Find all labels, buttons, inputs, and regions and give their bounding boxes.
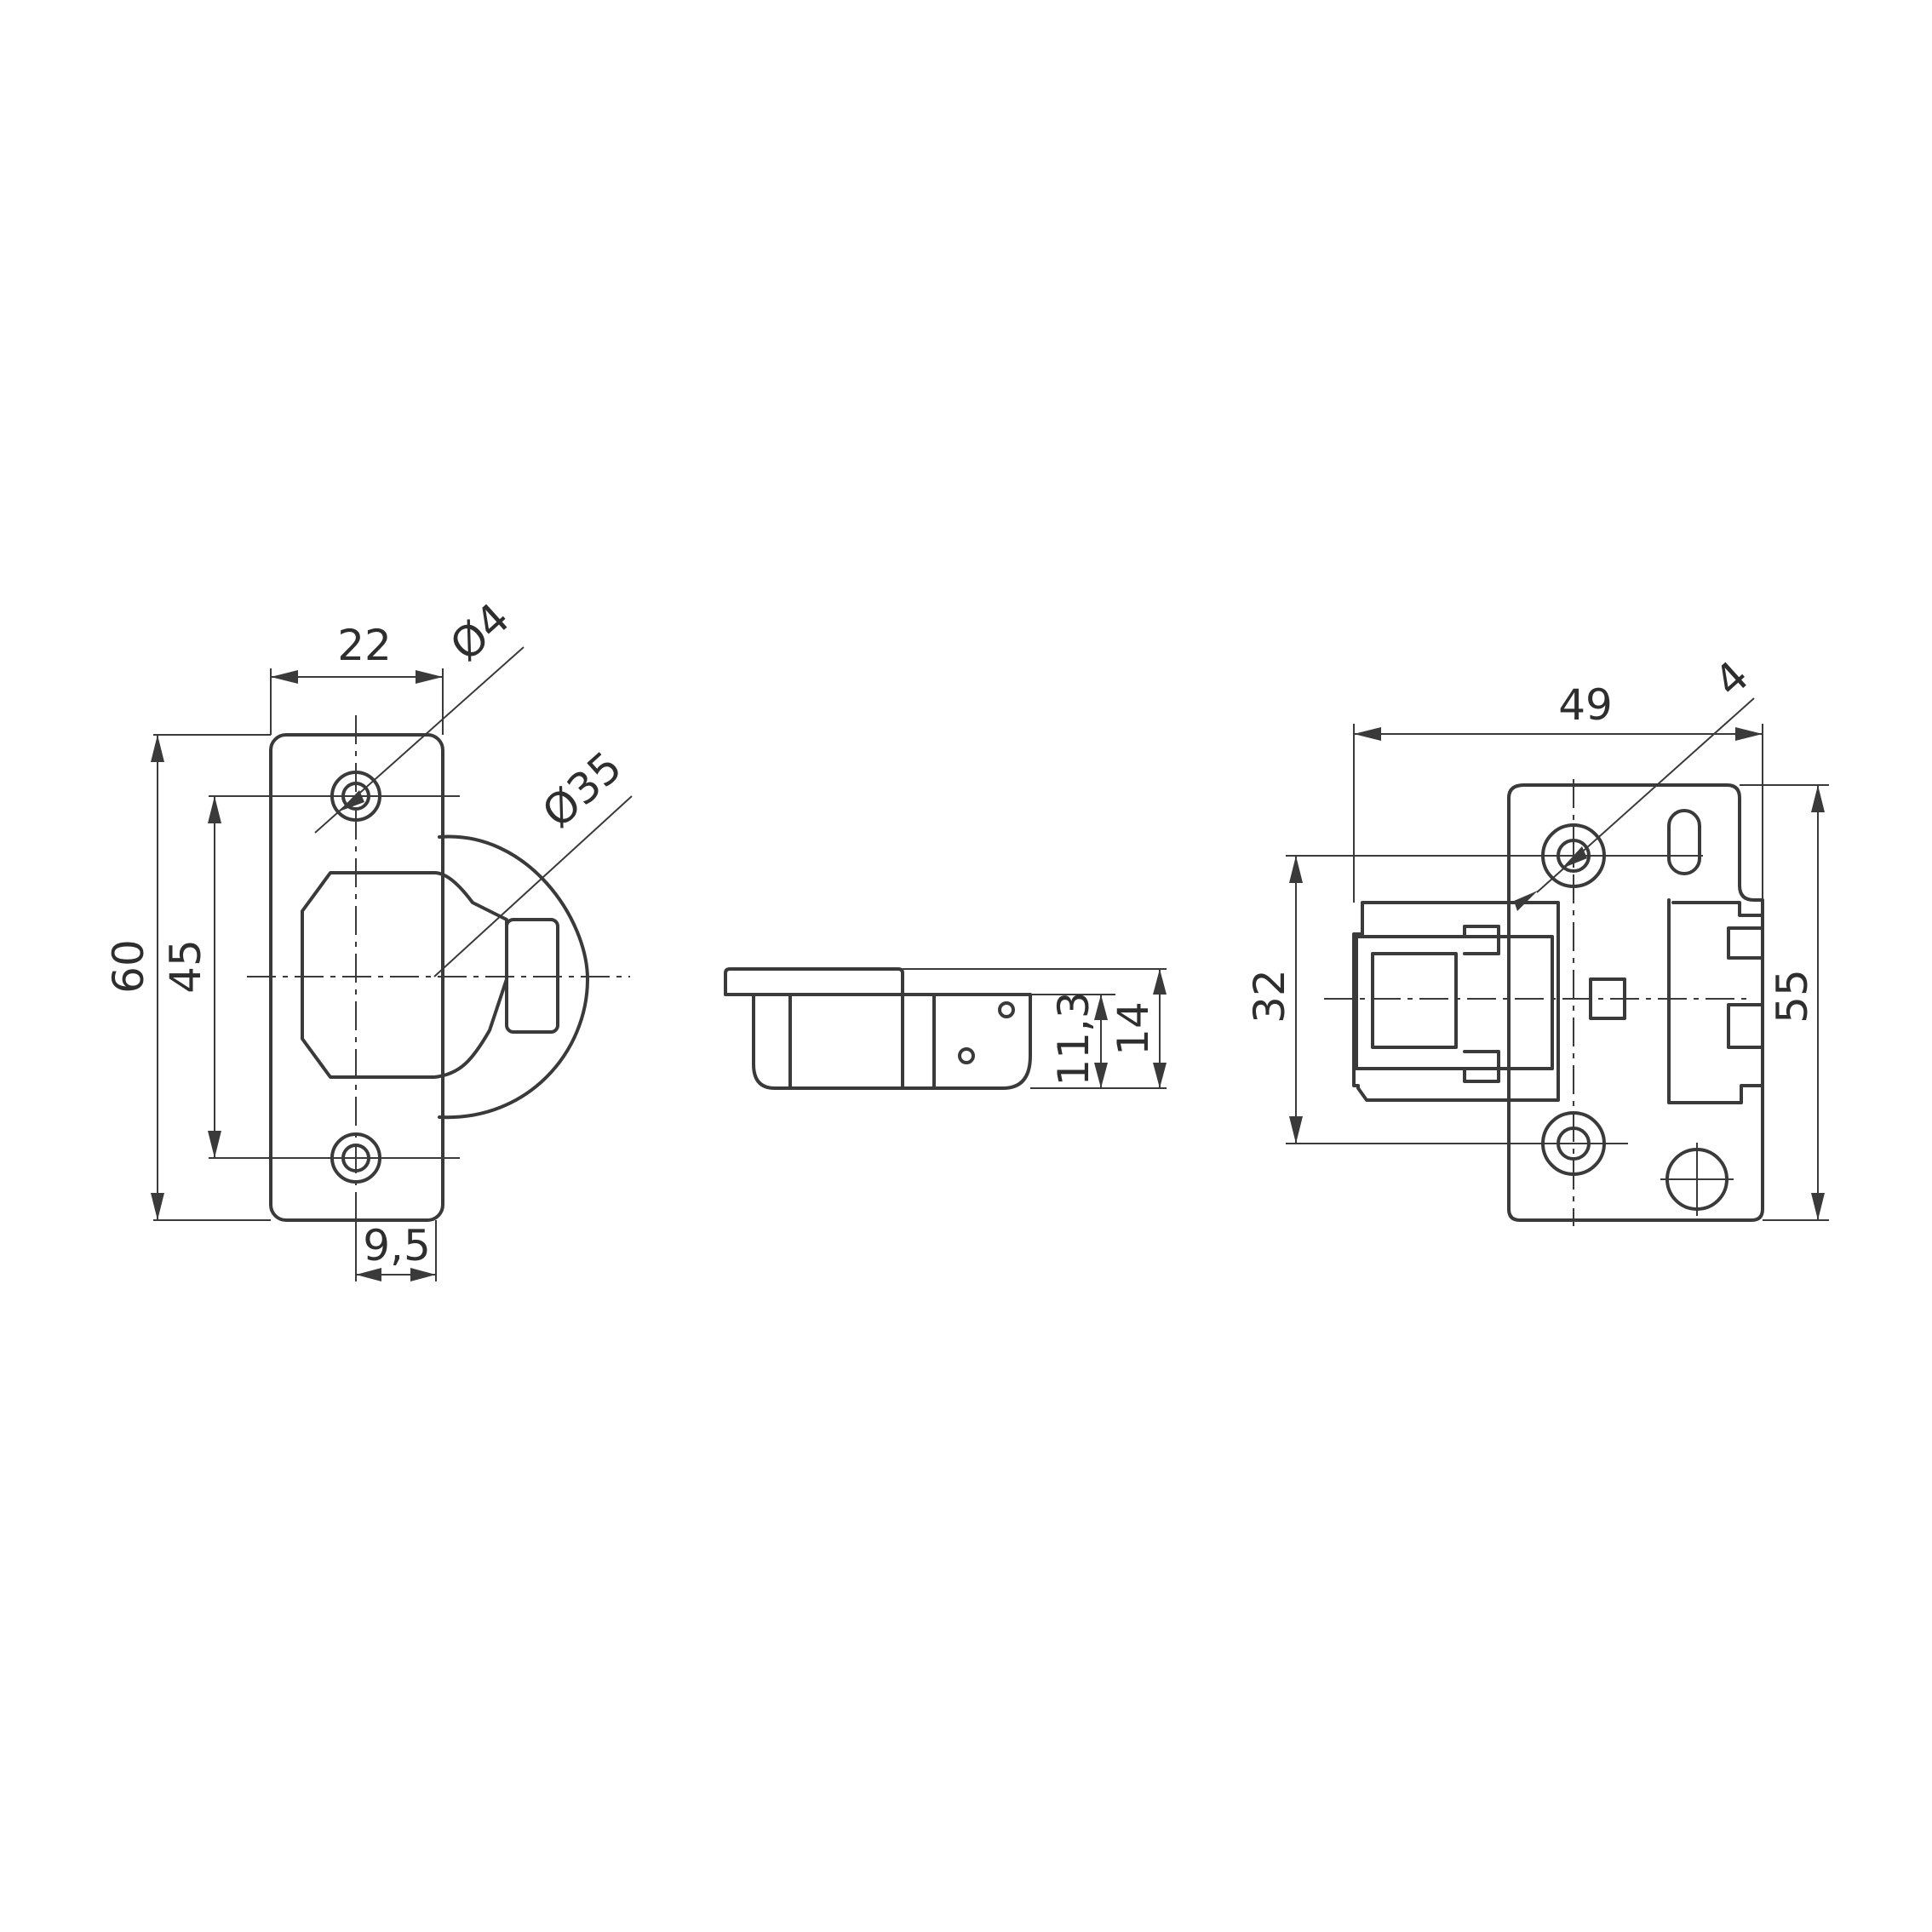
left-cup-label: Ø35 xyxy=(533,742,631,837)
left-height-label: 60 xyxy=(104,939,153,994)
right-view: 49 32 55 4 xyxy=(1245,651,1829,1226)
left-width-arrow-r xyxy=(416,670,443,684)
right-slot xyxy=(1667,809,1701,875)
middle-depth-arrow-b xyxy=(1094,1063,1108,1088)
right-clip-window-inner xyxy=(1371,952,1458,1049)
middle-rivet-1 xyxy=(998,1001,1015,1018)
middle-total-arrow-b xyxy=(1153,1063,1167,1088)
middle-total-arrow-t xyxy=(1153,969,1167,995)
right-width-arrow-l xyxy=(1354,727,1381,741)
left-height-arrow-t xyxy=(151,735,164,762)
middle-total-label: 14 xyxy=(1109,1001,1158,1056)
middle-arm xyxy=(901,993,1032,1090)
left-offset-arrow-l xyxy=(356,1268,381,1281)
left-spacing-arrow-t xyxy=(208,796,221,823)
left-spacing-label: 45 xyxy=(161,939,210,994)
left-offset-arrow-r xyxy=(410,1268,436,1281)
right-hole-label: 4 xyxy=(1705,651,1757,706)
left-offset-label: 9,5 xyxy=(363,1221,431,1270)
left-cup-opening xyxy=(301,871,508,1079)
right-height-arrow-b xyxy=(1811,1193,1825,1220)
left-hole-label: Ø4 xyxy=(441,593,519,671)
right-spacing-arrow-t xyxy=(1289,856,1303,883)
left-view: 22 60 45 9,5 Ø4 Ø35 xyxy=(104,593,633,1281)
left-spacing-arrow-b xyxy=(208,1131,221,1158)
middle-depth-label: 11,3 xyxy=(1049,991,1098,1086)
right-width-arrow-r xyxy=(1735,727,1763,741)
middle-view: 11,3 14 xyxy=(724,967,1167,1090)
left-width-label: 22 xyxy=(337,621,392,670)
right-plate-inner-profile xyxy=(1671,901,1764,917)
right-clip-tabs xyxy=(1463,925,1500,1083)
left-cup-leader xyxy=(433,795,633,977)
right-height-label: 55 xyxy=(1768,969,1817,1023)
right-plate-notches xyxy=(1667,898,1764,1104)
right-plate-outline xyxy=(1507,783,1764,1222)
left-width-arrow-l xyxy=(271,670,298,684)
middle-flange xyxy=(724,967,904,996)
middle-rivet-2 xyxy=(958,1047,975,1064)
left-cup-outline xyxy=(438,834,589,1120)
right-spacing-arrow-b xyxy=(1289,1116,1303,1144)
left-height-arrow-b xyxy=(151,1193,164,1220)
middle-cup-body xyxy=(752,993,904,1090)
right-hole-leader-arrow-1 xyxy=(1562,846,1587,869)
right-clip-window-outer xyxy=(1355,935,1554,1070)
right-hole-leader-arrow-2 xyxy=(1514,891,1538,911)
middle-depth-arrow-t xyxy=(1094,995,1108,1020)
right-height-arrow-t xyxy=(1811,785,1825,812)
left-hole-leader-arrow xyxy=(339,790,364,811)
right-width-label: 49 xyxy=(1558,680,1613,730)
right-spacing-label: 32 xyxy=(1245,969,1294,1023)
right-clip-body xyxy=(1352,901,1560,1102)
